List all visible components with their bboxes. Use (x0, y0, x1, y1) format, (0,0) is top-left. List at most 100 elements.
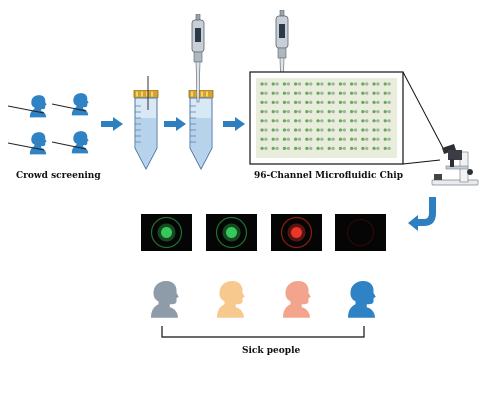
centrifuge-tube-icon (188, 90, 214, 170)
chip-well (282, 146, 290, 150)
chip-well (305, 128, 313, 132)
chip-well (294, 146, 302, 150)
chip-well (305, 119, 313, 123)
chip-well (271, 82, 279, 86)
chip-well (282, 137, 290, 141)
chip-well (361, 146, 369, 150)
chip-well (316, 110, 324, 114)
chip-well (305, 137, 313, 141)
chip-well (294, 82, 302, 86)
chip-well (316, 100, 324, 104)
chip-well (260, 110, 268, 114)
chip-well (305, 110, 313, 114)
chip-well (260, 100, 268, 104)
chip-well (338, 82, 346, 86)
chip-well (271, 110, 279, 114)
chip-well (338, 100, 346, 104)
chip-well (282, 110, 290, 114)
person-head-profile-icon (151, 281, 179, 318)
chip-well (327, 110, 335, 114)
microscope-icon (431, 143, 479, 186)
chip-well (316, 128, 324, 132)
chip-well (350, 82, 358, 86)
chip-well (372, 110, 380, 114)
chip-well (327, 91, 335, 95)
chip-well (327, 82, 335, 86)
chip-well (282, 91, 290, 95)
crowd-screening-label: Crowd screening (16, 171, 101, 181)
chip-well (383, 100, 391, 104)
chip-well (338, 137, 346, 141)
curved-arrow-icon (408, 197, 436, 231)
chip-well (383, 82, 391, 86)
person-head-profile-icon (51, 131, 89, 154)
sick-people-group (151, 281, 376, 318)
chip-well (338, 110, 346, 114)
person-head-profile-icon (348, 281, 376, 318)
chip-well (383, 91, 391, 95)
chip-well (294, 119, 302, 123)
arrow-right-icon (101, 117, 123, 131)
fluorescence-image (271, 214, 322, 251)
chip-well (282, 82, 290, 86)
chip-well (338, 128, 346, 132)
chip-well (282, 100, 290, 104)
chip-well (361, 110, 369, 114)
chip-well (260, 137, 268, 141)
chip-well (271, 137, 279, 141)
chip-well (327, 119, 335, 123)
chip-well (372, 119, 380, 123)
fluorescence-results (141, 214, 386, 251)
chip-well (282, 119, 290, 123)
chip-well (294, 110, 302, 114)
person-head-profile-icon (283, 281, 311, 318)
chip-well (305, 82, 313, 86)
chip-wells (260, 82, 391, 150)
chip-well (383, 110, 391, 114)
fluorescence-image (335, 214, 386, 251)
centrifuge-tube-icon (133, 90, 159, 170)
chip-well (361, 82, 369, 86)
chip-well (316, 91, 324, 95)
chip-well (260, 91, 268, 95)
chip-well (327, 137, 335, 141)
chip-well (305, 100, 313, 104)
pipette-icon (191, 14, 205, 103)
bracket-line (161, 326, 365, 338)
chip-well (260, 128, 268, 132)
chip-well (316, 119, 324, 123)
chip-well (372, 128, 380, 132)
chip-well (383, 128, 391, 132)
chip-well (383, 137, 391, 141)
chip-well (260, 119, 268, 123)
chip-well (327, 128, 335, 132)
chip-well (350, 137, 358, 141)
chip-well (271, 146, 279, 150)
chip-well (338, 146, 346, 150)
chip-well (372, 100, 380, 104)
chip-well (372, 82, 380, 86)
chip-well (361, 137, 369, 141)
chip-well (305, 91, 313, 95)
arrow-right-icon (164, 117, 186, 131)
chip-well (361, 128, 369, 132)
chip-well (350, 100, 358, 104)
chip-well (327, 100, 335, 104)
chip-well (350, 119, 358, 123)
chip-well (260, 146, 268, 150)
chip-well (372, 137, 380, 141)
chip-well (282, 128, 290, 132)
person-head-profile-icon (7, 132, 47, 155)
chip-well (372, 146, 380, 150)
chip-well (316, 146, 324, 150)
crowd-people-group (7, 93, 89, 155)
chip-well (372, 91, 380, 95)
chip-well (271, 91, 279, 95)
person-head-profile-icon (7, 95, 47, 118)
chip-well (316, 137, 324, 141)
chip-well (327, 146, 335, 150)
fluorescence-image (206, 214, 257, 251)
chip-well (271, 128, 279, 132)
chip-well (271, 100, 279, 104)
